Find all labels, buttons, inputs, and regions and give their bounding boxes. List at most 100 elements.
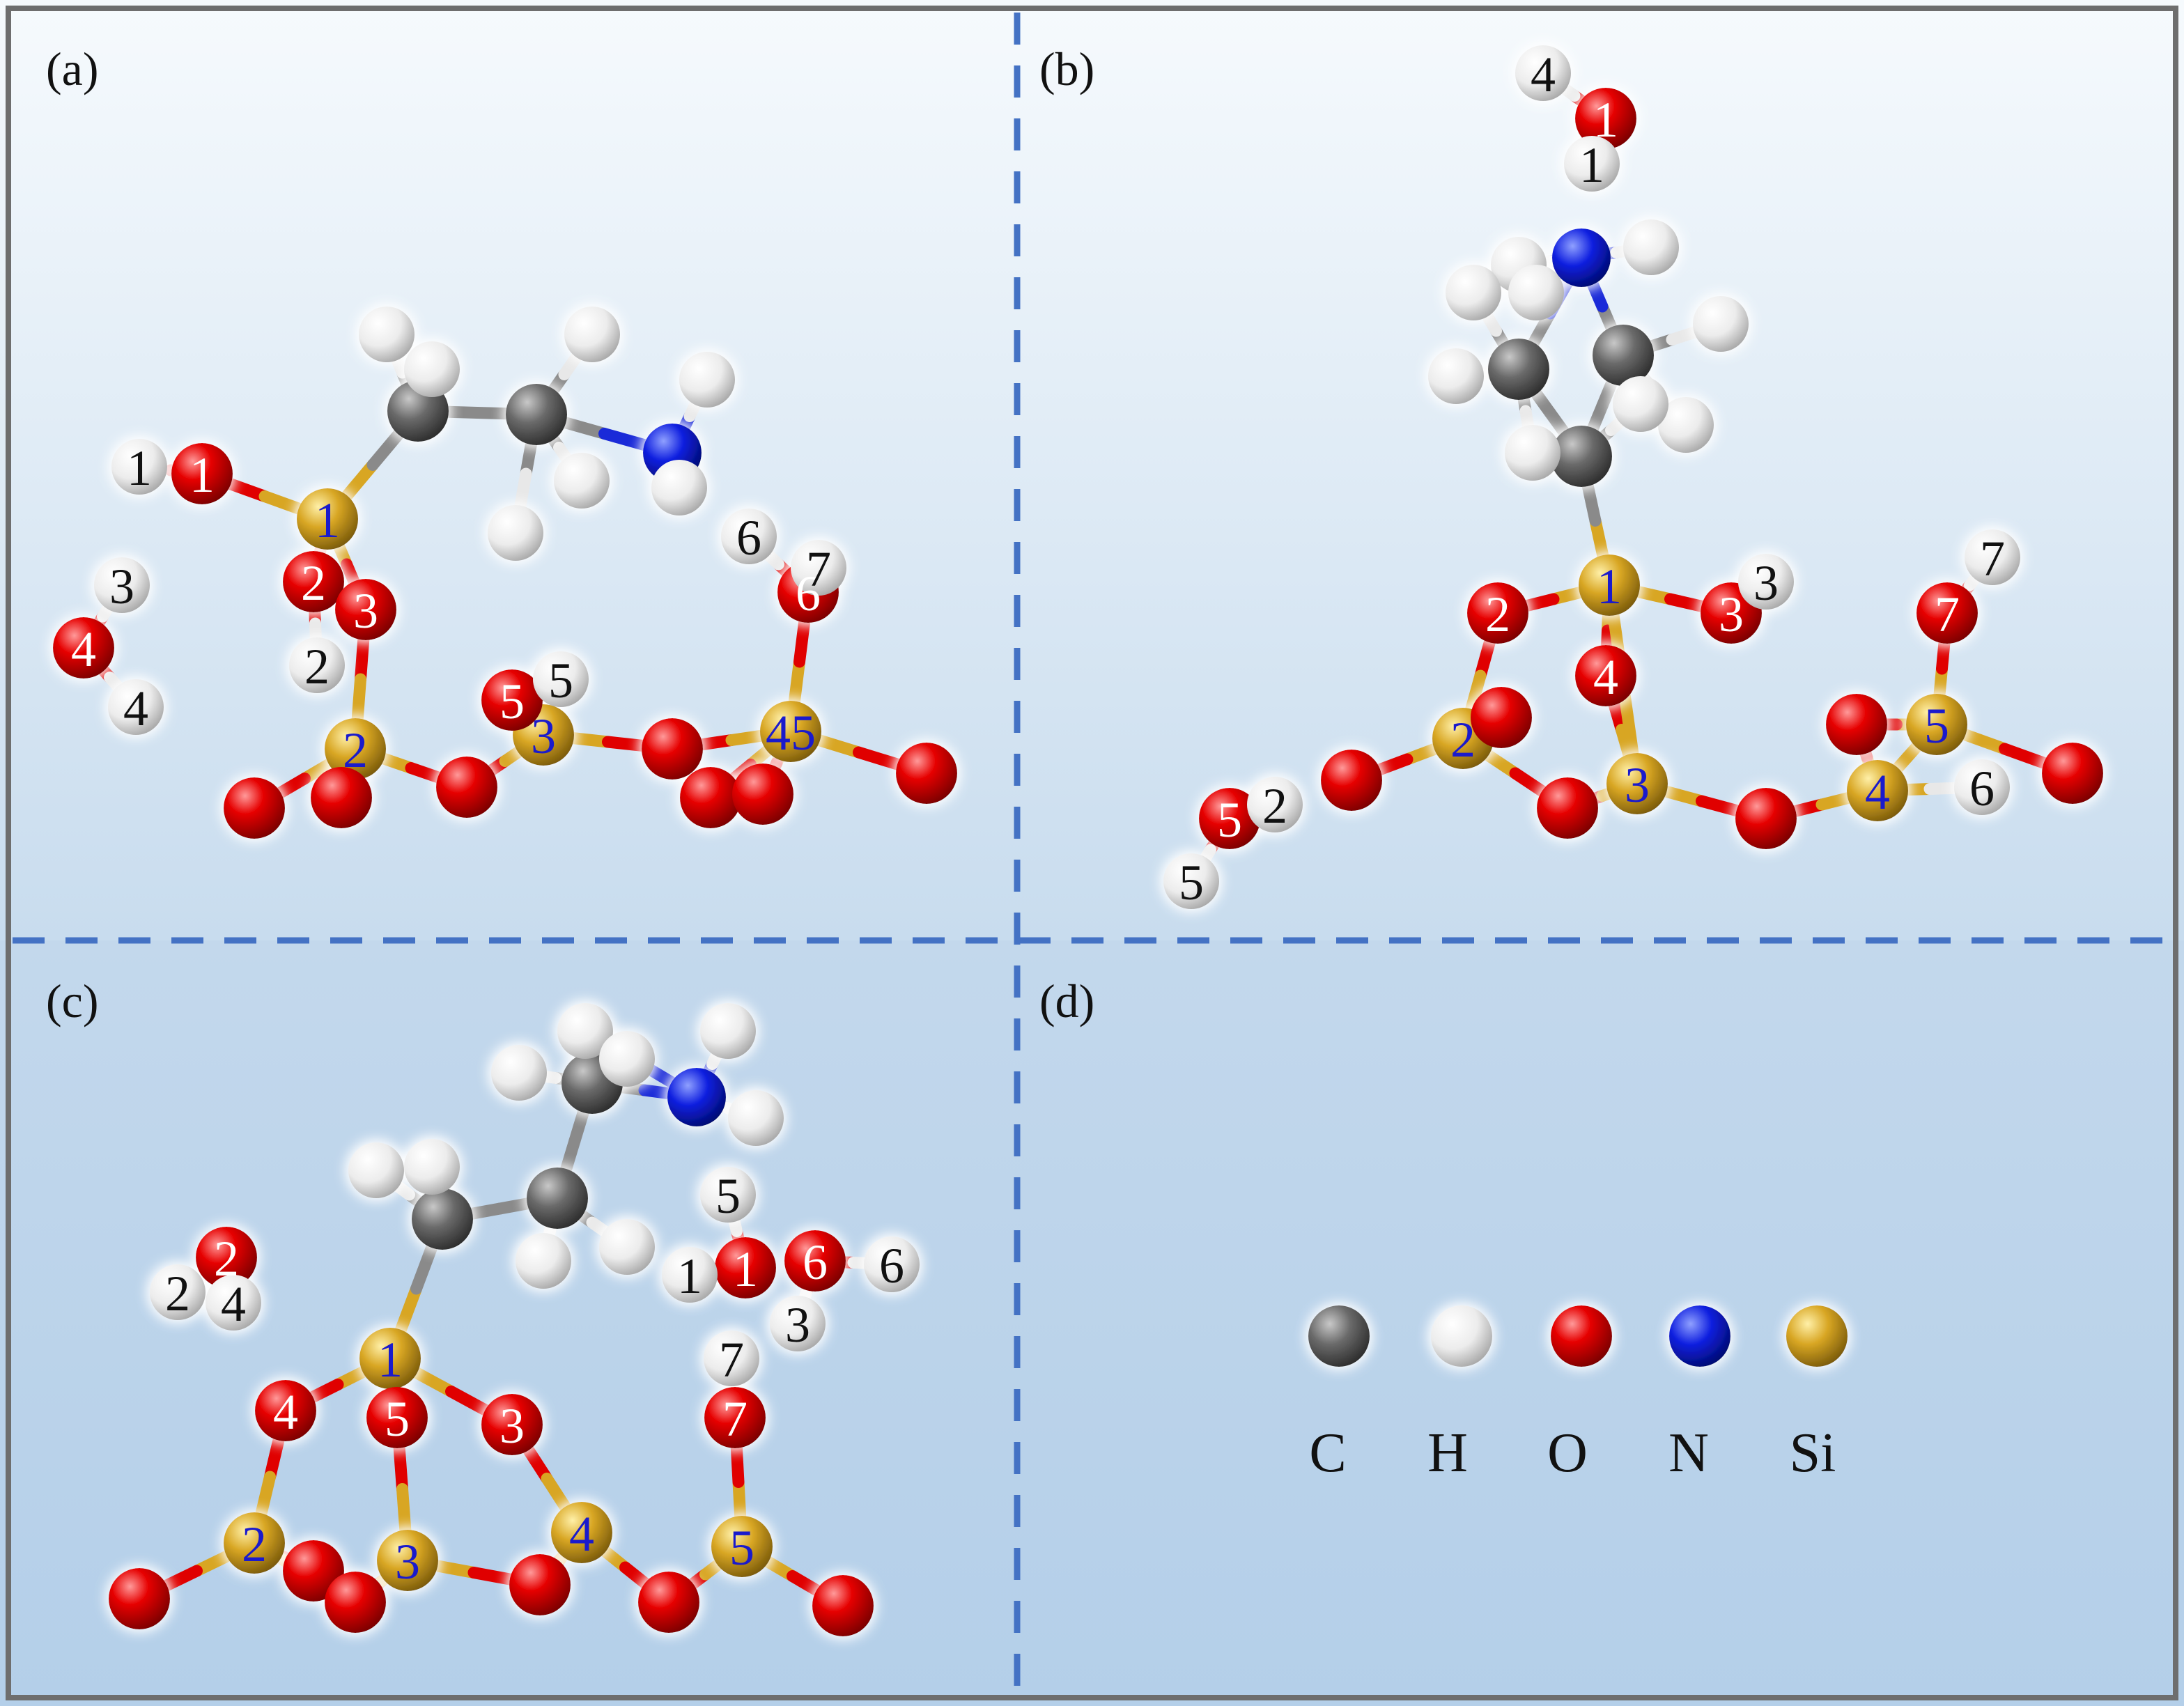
legend-silicon-ball [1786, 1305, 1848, 1367]
atom-label-b_o1: 1 [1593, 92, 1618, 148]
atom-carbon-b_c1 [1488, 339, 1549, 400]
atom-silicon-c_si5 [711, 1516, 773, 1577]
atom-oxygen-a_ob2 [311, 767, 372, 828]
atom-oxygen-a_o1 [171, 443, 233, 504]
atom-hydrogen-c_h2 [150, 1264, 206, 1320]
atom-hydrogen-c_hc2 [557, 1003, 613, 1059]
atom-label-b_si4: 4 [1865, 764, 1890, 820]
atom-silicon-b_si4 [1847, 760, 1908, 821]
atom-oxygen-a_ob3 [436, 757, 497, 818]
atom-hydrogen-c_h3 [770, 1296, 826, 1351]
atom-oxygen-c_o6 [784, 1230, 846, 1292]
atom-label-b_si3: 3 [1625, 757, 1650, 813]
atom-carbon-b_c3 [1551, 426, 1612, 487]
atom-hydrogen-b_h6 [1954, 759, 2010, 815]
atom-hydrogen-a_h6 [721, 509, 777, 564]
atom-hydrogen-b_h7 [1965, 529, 2020, 585]
atom-label-c_o2: 2 [214, 1231, 239, 1287]
atom-label-b_h5: 5 [1179, 855, 1204, 910]
atom-label-b_o2: 2 [1485, 587, 1510, 642]
atom-hydrogen-c_h7 [704, 1331, 759, 1386]
atom-oxygen-c_o1 [715, 1237, 776, 1298]
atom-oxygen-a_o3 [335, 579, 396, 640]
legend-carbon-ball [1308, 1305, 1370, 1367]
atom-label-c_h3: 3 [785, 1297, 810, 1353]
atom-silicon-c_si1 [359, 1328, 421, 1389]
atom-hydrogen-a_hc5 [488, 505, 543, 561]
atom-hydrogen-c_hc4 [728, 1090, 784, 1146]
atom-hydrogen-a_hc4 [554, 453, 610, 509]
atom-label-a_h3: 3 [109, 559, 134, 614]
atom-silicon-a_si4 [760, 701, 821, 762]
atom-silicon-c_si4 [551, 1502, 612, 1563]
atom-label-a_h1: 1 [127, 440, 152, 496]
atom-carbon-c_c2 [527, 1168, 588, 1229]
atom-hydrogen-c_hc1 [491, 1045, 547, 1101]
atom-oxygen-c_ob2 [283, 1540, 344, 1602]
element-legend [1308, 1305, 1848, 1367]
atom-oxygen-a_o5 [481, 669, 543, 731]
atom-oxygen-a_o2 [283, 551, 344, 612]
atom-oxygen-b_o5 [1199, 788, 1260, 849]
atom-hydrogen-b_hc7 [1505, 425, 1560, 481]
atom-oxygen-c_ob6 [812, 1575, 874, 1636]
atom-silicon-a_si1 [297, 488, 358, 550]
atom-hydrogen-b_hc2 [1623, 219, 1679, 275]
atom-label-b_h2: 2 [1262, 778, 1287, 834]
atom-label-a_h6: 6 [736, 510, 761, 566]
atom-carbon-c_c1 [412, 1188, 473, 1250]
atom-label-a_o4: 4 [71, 621, 96, 677]
atom-oxygen-b_ob1 [1321, 750, 1382, 811]
atom-hydrogen-b_h5 [1163, 853, 1219, 909]
atom-label-c_si1: 1 [378, 1332, 403, 1388]
atom-label-c_h4: 4 [221, 1276, 246, 1332]
atom-oxygen-b_o7 [1916, 582, 1978, 644]
atom-label-b_h3: 3 [1753, 555, 1779, 611]
atom-hydrogen-b_hc3 [1508, 265, 1564, 320]
atom-oxygen-b_ob3 [1537, 777, 1598, 839]
panel-label-b: (b) [1039, 42, 1094, 95]
legend-label-si: Si [1790, 1422, 1836, 1484]
atom-label-c_o5: 5 [385, 1391, 410, 1447]
atom-hydrogen-c_h5 [700, 1167, 756, 1223]
atom-oxygen-c_ob3 [325, 1572, 386, 1633]
atom-silicon-b_si3 [1606, 753, 1668, 814]
atom-hydrogen-a_hc2 [404, 341, 460, 397]
atom-oxygen-c_o4 [255, 1380, 316, 1441]
atom-label-a_o2: 2 [301, 555, 326, 611]
atom-hydrogen-a_h4 [108, 679, 164, 735]
atom-label-a_si3: 3 [531, 708, 556, 764]
atom-oxygen-a_o4 [53, 617, 114, 678]
atom-label-c_o4: 4 [273, 1384, 298, 1440]
atom-hydrogen-c_hc5 [348, 1142, 404, 1198]
atom-label-a_h7: 7 [806, 541, 831, 597]
atom-label-b_h1: 1 [1579, 137, 1604, 193]
atom-label-b_o7: 7 [1935, 587, 1960, 642]
atom-label-c_o7: 7 [722, 1391, 748, 1447]
atom-label-b_o5: 5 [1217, 792, 1242, 848]
panel-label-d: (d) [1039, 975, 1094, 1028]
atom-hydrogen-b_hc5 [1693, 296, 1749, 352]
atom-label-b_h7: 7 [1980, 531, 2005, 587]
atom-nitrogen-b_n [1552, 228, 1611, 287]
atom-label-b_h4: 4 [1531, 47, 1556, 102]
atom-label-c_o6: 6 [803, 1234, 828, 1290]
atom-oxygen-b_o1 [1575, 88, 1636, 149]
atom-label-c_si3: 3 [395, 1534, 420, 1590]
atom-oxygen-b_ob5 [1826, 694, 1887, 755]
atom-oxygen-c_o2 [196, 1227, 257, 1288]
atom-hydrogen-c_h1 [662, 1247, 718, 1303]
atom-hydrogen-c_h6 [864, 1236, 920, 1292]
atom-hydrogen-b_h1 [1564, 136, 1620, 192]
atom-oxygen-c_o3 [481, 1394, 543, 1455]
atom-label-a_h5: 5 [548, 653, 573, 708]
atom-hydrogen-b_hc8 [1613, 376, 1668, 432]
atom-label-a_si4: 45 [766, 705, 816, 761]
atom-label-c_si2: 2 [242, 1517, 267, 1572]
atom-oxygen-b_ob4 [1735, 788, 1797, 849]
atom-hydrogen-b_hc6 [1658, 397, 1714, 453]
atom-hydrogen-c_h4 [206, 1275, 261, 1331]
atom-oxygen-a_ob6 [732, 763, 793, 825]
